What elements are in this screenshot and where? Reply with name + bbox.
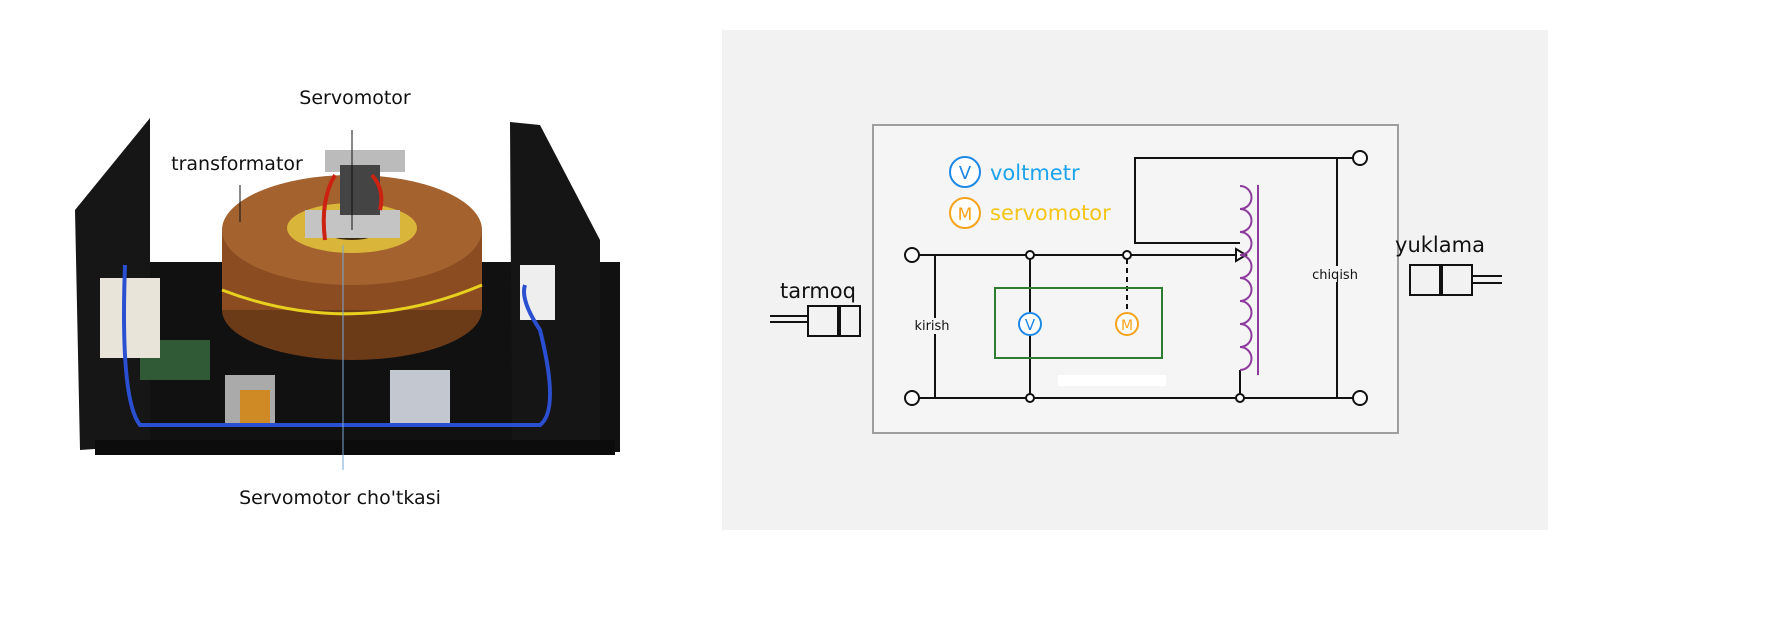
voltmeter-symbol: V <box>1018 312 1042 336</box>
label-servomotor-brush: Servomotor cho'tkasi <box>239 487 441 509</box>
legend-servomotor-icon <box>949 197 981 229</box>
control-board <box>994 287 1163 359</box>
autotransformer-coil <box>1239 185 1259 375</box>
legend-voltmetr: voltmetr <box>990 161 1080 185</box>
legend-servomotor: servomotor <box>990 201 1111 225</box>
servomotor-symbol: M <box>1115 312 1139 336</box>
node <box>1235 393 1245 403</box>
label-chiqish: chiqish <box>1312 268 1358 283</box>
svg-text:M: M <box>1121 318 1133 334</box>
label-transformator: transformator <box>171 153 303 175</box>
output-terminal-bottom <box>1352 390 1368 406</box>
input-plug-icon <box>770 305 861 337</box>
label-tarmoq: tarmoq <box>780 279 856 303</box>
legend: V voltmetr M servomotor <box>949 156 1111 229</box>
label-kirish: kirish <box>914 319 949 334</box>
output-plug-icon <box>1409 264 1502 296</box>
relay <box>390 370 450 425</box>
node <box>1025 250 1035 260</box>
svg-text:V: V <box>959 163 972 184</box>
input-terminal-bottom <box>904 390 920 406</box>
input-terminal <box>100 278 160 358</box>
blank-patch <box>1058 375 1166 386</box>
node <box>1025 393 1035 403</box>
legend-voltmeter-icon <box>949 156 981 188</box>
svg-text:V: V <box>1025 316 1036 334</box>
stabilizer-photo <box>75 118 620 470</box>
label-servomotor: Servomotor <box>299 87 411 109</box>
wiring <box>122 264 552 427</box>
output-terminal-top <box>1352 150 1368 166</box>
label-yuklama: yuklama <box>1395 233 1485 257</box>
input-terminal-top <box>904 247 920 263</box>
svg-text:M: M <box>958 205 973 225</box>
node <box>1122 250 1132 260</box>
